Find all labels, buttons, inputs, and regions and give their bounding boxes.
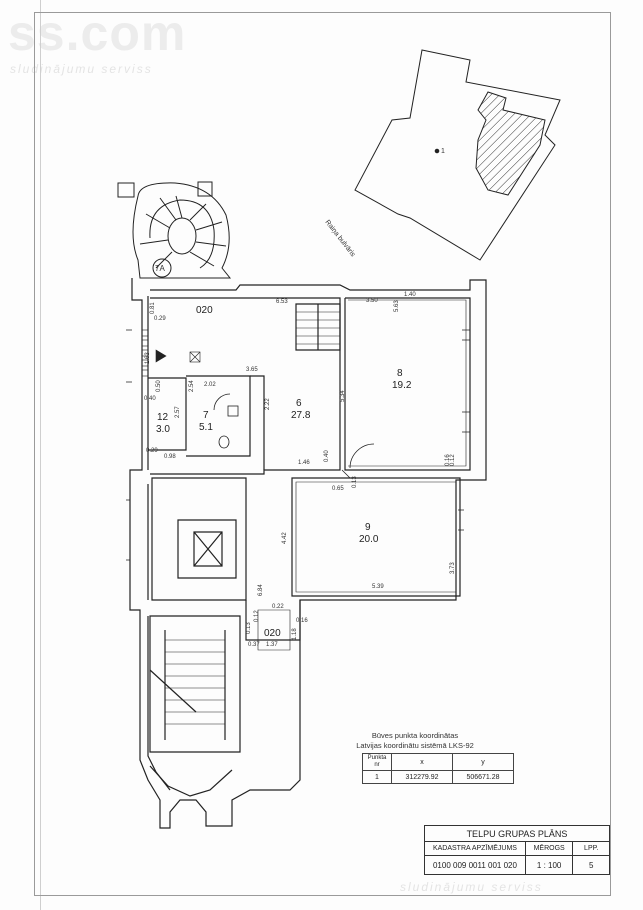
dim-label: 2.22 xyxy=(265,398,271,410)
coordinates-header-x: x xyxy=(391,753,453,771)
title-block-header-row: KADASTRA APZĪMĒJUMS MĒROGS LPP. xyxy=(425,842,609,856)
room-7-number: 7 xyxy=(203,410,209,421)
dim-label: 5.39 xyxy=(372,584,384,590)
coordinates-table: Punkta nr x y 1 312279.92 506671.28 xyxy=(362,753,514,784)
dim-label: 3.73 xyxy=(450,562,456,574)
coordinates-point: 1 xyxy=(362,770,392,784)
dim-label: 0.13 xyxy=(246,622,252,634)
room-12-number: 12 xyxy=(157,412,169,423)
title-block-title: TELPU GRUPAS PLĀNS xyxy=(425,826,609,842)
coordinates-caption-line1: Būves punkta koordinātas xyxy=(371,731,459,740)
dim-label: 0.12 xyxy=(450,454,456,466)
dim-label: 0.13 xyxy=(352,476,358,488)
dim-label: 1.40 xyxy=(404,292,416,298)
dim-label: 0.16 xyxy=(296,618,308,624)
dim-label: 1.63 xyxy=(145,352,151,364)
coordinates-header-y: y xyxy=(452,753,514,771)
coordinates-caption: Būves punkta koordinātas Latvijas koordi… xyxy=(340,731,490,751)
title-block-scale-value: 1 : 100 xyxy=(526,856,574,875)
dim-label: 0.40 xyxy=(324,450,330,462)
room-7a-label: 7A xyxy=(155,264,165,273)
dim-label: 1.37 xyxy=(266,642,278,648)
building-point-label: 1 xyxy=(441,148,445,155)
dim-label: 5.34 xyxy=(340,390,346,402)
dim-label: 2.02 xyxy=(204,382,216,388)
hatched-wing xyxy=(475,91,546,196)
dim-label: 0.29 xyxy=(154,316,166,322)
coordinates-row: 1 312279.92 506671.28 xyxy=(362,770,514,784)
dim-label: 0.50 xyxy=(156,380,162,392)
dim-label: 0.12 xyxy=(254,610,260,622)
title-block-scale-header: MĒROGS xyxy=(526,842,574,855)
dim-label: 6.53 xyxy=(276,299,288,305)
building-point-marker xyxy=(434,148,440,154)
dim-label: 1.46 xyxy=(298,460,310,466)
dim-label: 4.42 xyxy=(282,532,288,544)
room-020-top-number: 020 xyxy=(196,305,213,316)
coordinates-x: 312279.92 xyxy=(391,770,453,784)
room-12-area: 3.0 xyxy=(156,424,170,435)
room-6-number: 6 xyxy=(296,398,302,409)
dim-label: 0.40 xyxy=(144,396,156,402)
coordinates-header-row: Punkta nr x y xyxy=(362,753,514,771)
main-walls xyxy=(126,278,487,829)
dim-label: 6.84 xyxy=(258,584,264,596)
dim-label: 0.22 xyxy=(272,604,284,610)
room-9-area: 20.0 xyxy=(359,534,379,545)
title-block-cadastre-value: 0100 009 0011 001 020 xyxy=(425,856,526,875)
dim-label: 2.57 xyxy=(175,406,181,418)
room-7-area: 5.1 xyxy=(199,422,213,433)
spiral-staircase xyxy=(117,181,232,279)
coordinates-y: 506671.28 xyxy=(452,770,514,784)
room-9-number: 9 xyxy=(365,522,371,533)
room-8-area: 19.2 xyxy=(392,380,412,391)
coordinates-header-point: Punkta nr xyxy=(362,753,392,771)
sheet-border xyxy=(34,12,611,896)
dim-label: 0.81 xyxy=(150,302,156,314)
title-block-page-value: 5 xyxy=(588,861,594,870)
dim-label: 5.63 xyxy=(394,300,400,312)
room-020-bottom-number: 020 xyxy=(264,628,281,639)
dim-label: 3.50 xyxy=(366,298,378,304)
watermark-tagline-bottom: sludinājumu serviss xyxy=(400,880,543,894)
dim-label: 0.65 xyxy=(332,486,344,492)
dim-label: 2.54 xyxy=(189,380,195,392)
site-plan xyxy=(354,49,561,261)
room-8-number: 8 xyxy=(397,368,403,379)
binding-rule xyxy=(40,0,41,910)
title-block: TELPU GRUPAS PLĀNS KADASTRA APZĪMĒJUMS M… xyxy=(424,825,610,875)
title-block-value-row: 0100 009 0011 001 020 1 : 100 5 xyxy=(425,856,609,875)
building-outline xyxy=(354,49,561,261)
dim-label: 0.16 xyxy=(445,454,451,466)
watermark-brand: ss.com xyxy=(8,5,187,61)
street-label: Raiņa bulvāris xyxy=(323,219,356,259)
dim-label: 0.37 xyxy=(248,642,260,648)
title-block-cadastre-header: KADASTRA APZĪMĒJUMS xyxy=(425,842,526,855)
dim-label: 0.98 xyxy=(164,454,176,460)
room-6-area: 27.8 xyxy=(291,410,311,421)
dimension-labels: 6.53 3.50 5.63 1.40 0.81 0.29 1.63 0.50 … xyxy=(144,292,456,648)
title-block-page-header: LPP. xyxy=(584,845,599,852)
dim-label: 3.65 xyxy=(246,367,258,373)
coordinates-caption-line2: Latvijas koordinātu sistēmā LKS-92 xyxy=(356,741,474,750)
dim-label: 0.29 xyxy=(146,448,158,454)
watermark-tagline: sludinājumu serviss xyxy=(10,62,153,76)
dim-label: 1.18 xyxy=(292,628,298,640)
